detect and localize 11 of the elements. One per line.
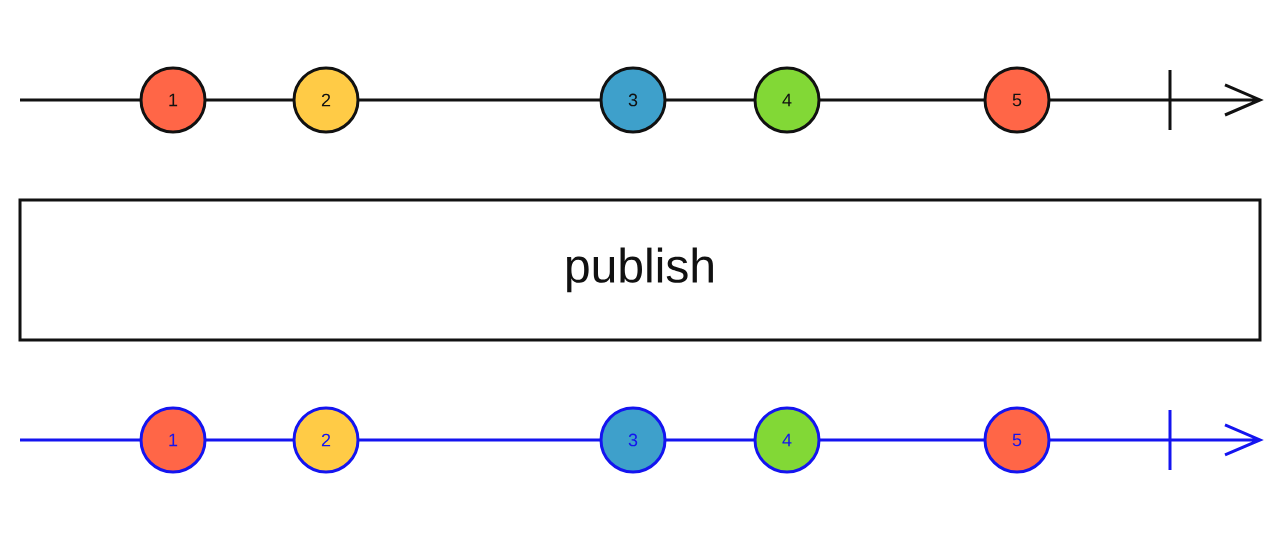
marble: 5 (983, 66, 1051, 134)
marble: 1 (139, 406, 207, 474)
marble: 2 (292, 66, 360, 134)
marble: 2 (292, 406, 360, 474)
marble: 4 (753, 406, 821, 474)
marble: 5 (983, 406, 1051, 474)
marble: 3 (599, 406, 667, 474)
operator-box: publish (18, 198, 1262, 342)
marble: 3 (599, 66, 667, 134)
marble: 4 (753, 66, 821, 134)
marble: 1 (139, 66, 207, 134)
